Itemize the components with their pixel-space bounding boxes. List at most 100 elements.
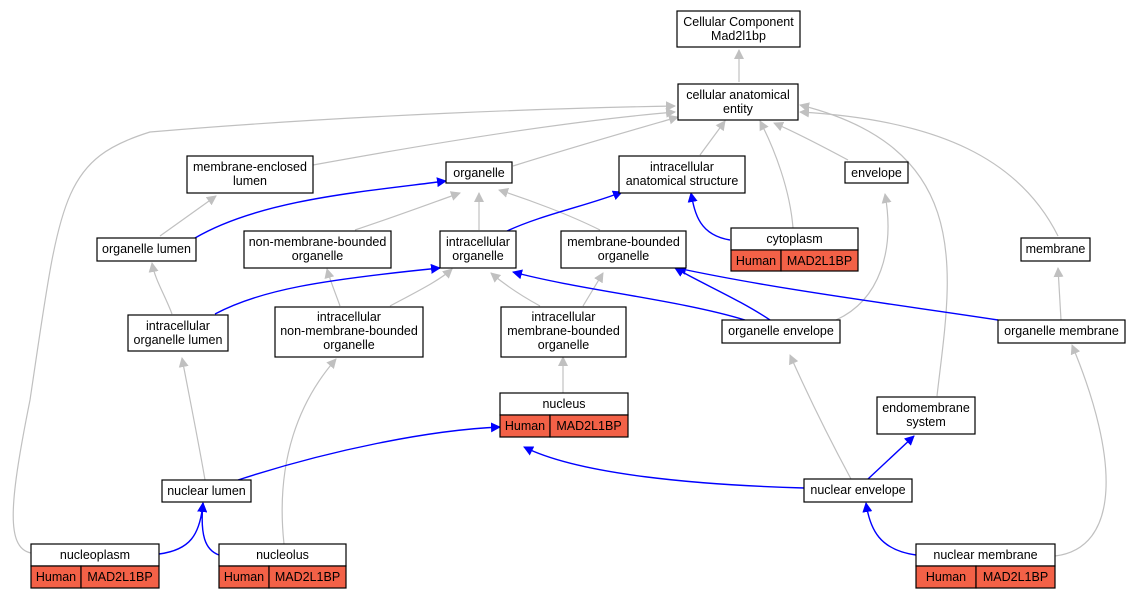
edge-orgmem-to-mbo [676, 264, 999, 321]
edge-nucenv-to-orgenv [789, 354, 852, 480]
edge-envelope-to-cae [773, 121, 849, 161]
svg-text:MAD2L1BP: MAD2L1BP [275, 570, 340, 584]
edge-orgenv-to-mbo [674, 267, 771, 321]
annotation-gene [549, 414, 629, 438]
svg-text:Human: Human [36, 570, 76, 584]
svg-text:nucleus: nucleus [542, 397, 585, 411]
edge-nuclumen-to-nucleus [237, 422, 501, 481]
node-membrane[interactable]: membrane [1020, 237, 1091, 262]
edge-organelle-to-cae [512, 114, 679, 167]
edge-orglumen-to-mel [159, 195, 217, 237]
annotation-gene [268, 565, 347, 589]
svg-text:nucleolus: nucleolus [256, 548, 309, 562]
svg-text:envelope: envelope [851, 166, 902, 180]
edge-iol-to-io [214, 263, 441, 315]
edge-inmbo-to-io [389, 268, 453, 307]
node-nucleoplasm[interactable]: nucleoplasm Human MAD2L1BP [30, 543, 160, 589]
node-nuclear-envelope[interactable]: nuclear envelope [803, 478, 913, 503]
node-nuclear-lumen[interactable]: nuclear lumen [161, 479, 252, 503]
node-nucleolus[interactable]: nucleolus Human MAD2L1BP [218, 543, 347, 589]
is-a-edges [12, 49, 1107, 557]
edge-nucleolus-to-inmbo [281, 358, 337, 545]
edge-nucleoplasm-to-cae [12, 101, 676, 554]
svg-text:Human: Human [736, 254, 776, 268]
edge-cytoplasm-to-ias [687, 192, 731, 241]
edge-orgenv-to-io [512, 269, 746, 321]
svg-text:MAD2L1BP: MAD2L1BP [983, 570, 1048, 584]
edge-nucenv-to-nucleus [523, 446, 805, 489]
svg-text:organelle membrane: organelle membrane [1004, 324, 1119, 338]
edge-mel-to-cae [312, 107, 676, 166]
edge-cytoplasm-to-cae [759, 120, 794, 229]
node-nucleus[interactable]: nucleus Human MAD2L1BP [499, 392, 629, 438]
node-organelle-membrane[interactable]: organelle membrane [997, 319, 1126, 344]
svg-text:MAD2L1BP: MAD2L1BP [556, 419, 621, 433]
edge-nucleoplasm-to-nuclumen [158, 502, 208, 555]
edge-orgenv-to-envelope [835, 193, 892, 321]
node-organelle-envelope[interactable]: organelle envelope [721, 319, 841, 344]
svg-text:nuclear lumen: nuclear lumen [167, 484, 246, 498]
edge-nucleolus-to-nuclumen [197, 502, 220, 556]
node-organelle[interactable]: organelle [445, 161, 513, 184]
edge-nuclumen-to-iol [178, 357, 206, 481]
edge-io-to-ias [504, 190, 623, 233]
svg-text:organelle lumen: organelle lumen [102, 242, 191, 256]
annotation-gene [80, 565, 160, 589]
edge-nucenv-to-endomembrane [867, 435, 915, 480]
svg-text:MAD2L1BP: MAD2L1BP [787, 254, 852, 268]
node-envelope[interactable]: envelope [844, 161, 909, 184]
edge-nmbo-to-organelle [354, 191, 461, 231]
edge-imbo-to-mbo [582, 272, 604, 307]
edge-inmbo-to-nmbo [324, 268, 341, 307]
edge-orglumen-to-organelle [194, 177, 447, 239]
node-organelle-lumen[interactable]: organelle lumen [96, 237, 197, 262]
part-of-edges [158, 177, 999, 556]
svg-text:organelle envelope: organelle envelope [728, 324, 834, 338]
svg-text:cytoplasm: cytoplasm [766, 232, 822, 246]
node-nuclear-membrane[interactable]: nuclear membrane Human MAD2L1BP [915, 543, 1056, 589]
edge-mbo-to-organelle [498, 188, 601, 231]
svg-text:Human: Human [224, 570, 264, 584]
svg-text:nuclear membrane: nuclear membrane [933, 548, 1037, 562]
svg-text:organelle: organelle [453, 166, 504, 180]
edge-orgmem-to-membrane [1053, 267, 1064, 321]
edge-ias-to-cae [699, 120, 726, 156]
annotation-gene [975, 565, 1056, 589]
edge-nucmem-to-nucenv [862, 502, 917, 556]
svg-text:nuclear envelope: nuclear envelope [810, 483, 905, 497]
svg-text:Human: Human [926, 570, 966, 584]
svg-text:Human: Human [505, 419, 545, 433]
node-cytoplasm[interactable]: cytoplasm Human MAD2L1BP [730, 227, 859, 272]
edge-imbo-to-io [490, 272, 541, 307]
annotation-gene [780, 249, 859, 272]
edge-endomembrane-to-cae [799, 102, 948, 397]
svg-text:MAD2L1BP: MAD2L1BP [87, 570, 152, 584]
svg-text:membrane: membrane [1026, 242, 1086, 256]
edge-iol-to-orglumen [148, 262, 173, 315]
edge-nucmem-to-orgmem [1054, 344, 1107, 557]
svg-text:nucleoplasm: nucleoplasm [60, 548, 130, 562]
